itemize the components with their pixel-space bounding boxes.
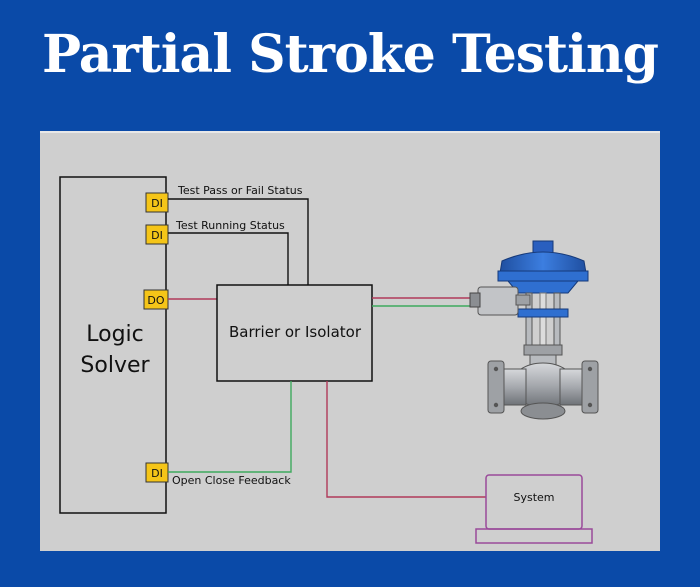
barrier-isolator-label: Barrier or Isolator bbox=[229, 323, 362, 341]
logic-solver-box bbox=[59, 176, 167, 514]
port-di-3-label: DI bbox=[151, 467, 163, 480]
wire-test-pass-fail bbox=[168, 198, 309, 285]
port-di-2 bbox=[145, 224, 169, 245]
diagram-panel: Logic Solver DI DI DO DI Test Pass or Fa… bbox=[40, 131, 660, 551]
diagram-canvas: Logic Solver DI DI DO DI Test Pass or Fa… bbox=[59, 176, 599, 544]
barrier-isolator-box bbox=[216, 284, 373, 382]
port-do-1-label: DO bbox=[147, 294, 164, 307]
port-di-1 bbox=[145, 192, 169, 213]
signal-test-running-label: Test Running Status bbox=[175, 219, 285, 232]
signal-open-close-feedback-label: Open Close Feedback bbox=[172, 474, 291, 487]
signal-test-pass-fail-label: Test Pass or Fail Status bbox=[177, 184, 303, 197]
port-di-2-label: DI bbox=[151, 229, 163, 242]
logic-solver-label-line1: Logic bbox=[86, 322, 144, 347]
port-di-1-label: DI bbox=[151, 197, 163, 210]
wire-barrier-to-system bbox=[326, 381, 486, 498]
system-base bbox=[475, 528, 593, 544]
wire-test-running bbox=[168, 232, 289, 285]
control-valve-illustration bbox=[469, 240, 599, 420]
page-title: Partial Stroke Testing bbox=[41, 24, 659, 85]
system-label: System bbox=[513, 491, 554, 504]
logic-solver-label-line2: Solver bbox=[80, 353, 150, 378]
wire-feedback-green bbox=[168, 381, 292, 473]
